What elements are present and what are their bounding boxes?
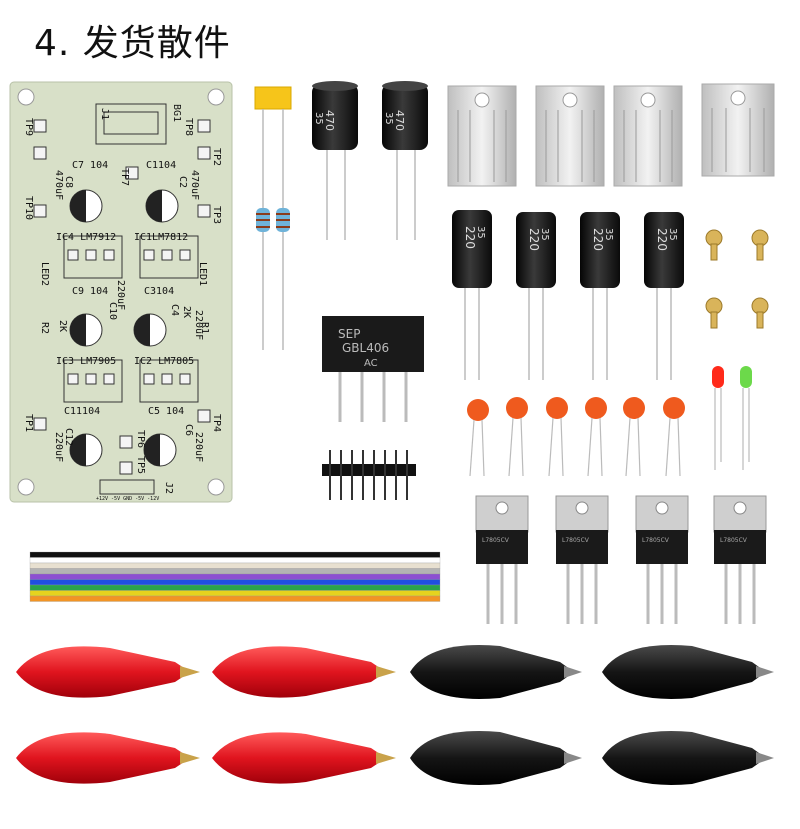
pcb-label: 2K [181,306,192,318]
ribbon-wire [29,595,441,602]
pcb-label: 220uF [115,280,126,310]
pcb-label: 2K [57,320,68,332]
ribbon-wire [29,562,441,569]
pcb-label: C6 [183,424,194,436]
pcb-label: IC2 LM7805 [134,356,194,367]
pcb-label: C5 104 [148,406,184,417]
pcb-label: IC1LM7812 [134,232,188,243]
pcb-label: +12V -5V GND -5V -12V [96,496,159,502]
pcb-label: LED1 [197,262,208,286]
pcb-label: 220uF [193,310,204,340]
cap-label: 470 [393,110,406,131]
red-alligator-clip [16,732,200,784]
pcb-label: LED2 [39,262,50,286]
pcb-label: C4 [169,304,180,316]
pcb-label: TP3 [211,206,222,224]
ribbon-wire [29,568,441,575]
cap-label: 220 [591,228,605,251]
page-title: 4. 发货散件 [34,23,231,64]
red-alligator-clip [212,646,396,698]
pcb-label: TP5 [135,456,146,474]
pcb-label: J1 [99,108,110,120]
cap-label: 35 [667,228,678,241]
pcb-label: C11104 [64,406,100,417]
pcb-label: 220uF [53,432,64,462]
cap-label: 470 [323,110,336,131]
heatsink [447,83,775,187]
ribbon-wire [29,579,441,586]
cap-label: 35 [313,112,324,125]
led [712,366,752,470]
cap-label: 220 [463,226,477,249]
ribbon-wire [29,557,441,564]
pcb-label: IC3 LM7905 [56,356,116,367]
pcb-label: 470uF [53,170,64,200]
bridge-model: GBL406 [342,341,389,355]
pcb-label: C2 [177,176,188,188]
cap-label: 35 [383,112,394,125]
pcb-label: IC4 LM7912 [56,232,116,243]
red-alligator-clip [212,732,396,784]
pcb-label: C8 [63,176,74,188]
pcb-label: 470uF [189,170,200,200]
ribbon-wire [29,573,441,580]
pcb-label: C7 104 [72,160,108,171]
bridge-ac: AC [364,358,378,369]
ceramic-capacitor [467,397,685,477]
pcb-label: R1 [199,322,210,334]
electrolytic-capacitor-470: 470 35 470 35 [312,81,428,240]
regulator-label: L7805CV [642,537,670,544]
black-alligator-clip [410,731,582,785]
pcb-label: TP10 [23,196,34,220]
pcb-label: C3104 [144,286,174,297]
ribbon-wire [29,584,441,591]
black-alligator-clip [602,645,774,699]
pcb-label: TP6 [135,430,146,448]
pcb-label: TP2 [211,148,222,166]
regulator-label: L7805CV [482,537,510,544]
pin-header [322,450,416,500]
pcb-label: C9 104 [72,286,108,297]
resistor [256,208,290,232]
regulator-label: L7805CV [562,537,590,544]
black-alligator-clip [410,645,582,699]
cap-label: 35 [475,226,486,239]
pcb-label: TP7 [119,168,130,186]
pcb-label: C1104 [146,160,176,171]
pcb-label: C12 [63,428,74,446]
pcb-label: J2 [163,482,174,494]
pcb-label: TP1 [23,414,34,432]
pcb-label: C10 [107,302,118,320]
ribbon-wire [29,590,441,597]
pcb-label: TP9 [23,118,34,136]
pcb-label: R2 [39,322,50,334]
pcb-label: 220uF [193,432,204,462]
pcb-label: BG1 [171,104,182,122]
bridge-rectifier: SEP GBL406 AC [322,316,424,422]
pcb-label: TP8 [183,118,194,136]
ribbon-cable [29,551,441,602]
alligator-clips [16,645,774,785]
cap-label: 220 [527,228,541,251]
cap-label: 35 [539,228,550,241]
regulator-label: L7805CV [720,537,748,544]
screw [705,229,769,329]
voltage-regulator: L7805CV L7805CV L7805CV L7805CV [475,495,767,624]
black-alligator-clip [602,731,774,785]
electrolytic-capacitor-220: 220 35 220 35 220 35 220 35 [452,210,684,380]
red-alligator-clip [16,646,200,698]
pcb-label: TP4 [211,414,222,432]
cap-label: 35 [603,228,614,241]
bridge-brand: SEP [338,327,360,341]
pcb-board: TP8 TP2 TP3 TP4 TP1 TP9 TP10 TP7 TP6 TP5… [9,81,233,503]
ribbon-wire [29,551,441,558]
cap-label: 220 [655,228,669,251]
